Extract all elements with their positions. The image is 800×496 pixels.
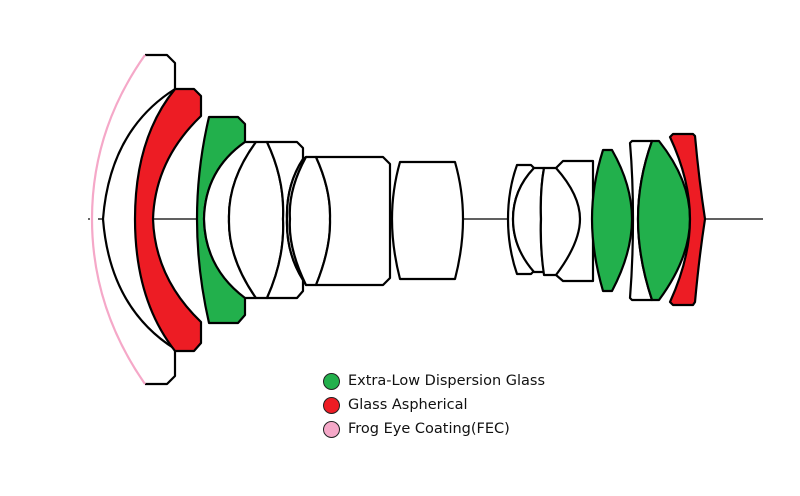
fec-swatch-icon [323, 420, 340, 438]
lens-element-9 [314, 155, 392, 287]
legend: Extra-Low Dispersion Glass Glass Aspheri… [323, 369, 545, 441]
lens-element-13 [590, 148, 634, 293]
lens-element-16 [668, 132, 707, 307]
ed-glass-swatch-icon [323, 372, 340, 390]
legend-item-ed-glass: Extra-Low Dispersion Glass [323, 369, 545, 393]
legend-label: Frog Eye Coating(FEC) [348, 421, 510, 437]
legend-item-fec: Frog Eye Coating(FEC) [323, 417, 545, 441]
aspherical-swatch-icon [323, 396, 340, 414]
lens-element-12 [539, 159, 595, 283]
lens-element-2 [133, 87, 203, 353]
legend-label: Glass Aspherical [348, 397, 468, 413]
lens-element-15 [636, 139, 692, 302]
lens-element-10 [390, 160, 465, 281]
legend-item-aspherical: Glass Aspherical [323, 393, 545, 417]
legend-label: Extra-Low Dispersion Glass [348, 373, 546, 389]
fec-coating [90, 54, 146, 385]
